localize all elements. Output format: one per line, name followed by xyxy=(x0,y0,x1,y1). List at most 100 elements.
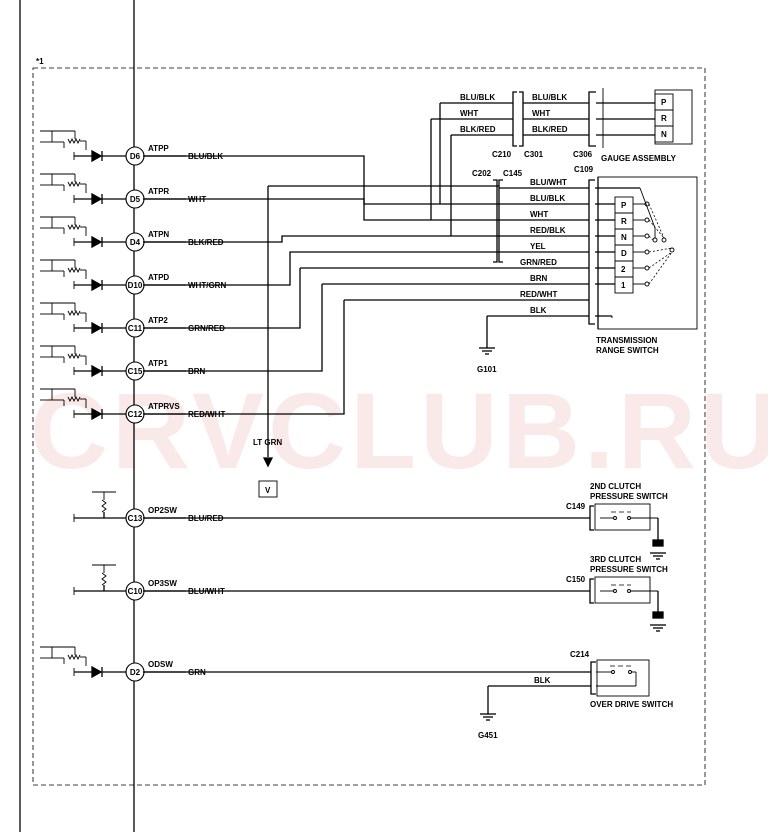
conn-c214: C214 xyxy=(570,650,590,659)
trs-wire-1: BLU/WHT xyxy=(530,178,567,187)
gauge-assembly: BLU/BLK WHT BLK/RED BLU/BLK WHT BLK/RED … xyxy=(431,88,693,163)
pin-signal: ATPR xyxy=(148,187,169,196)
pin-wire: BLU/BLK xyxy=(188,152,223,161)
trs-wire-3: WHT xyxy=(530,210,548,219)
internal-c11 xyxy=(40,302,126,335)
c210-bracket xyxy=(512,91,517,147)
pin-wire: GRN/RED xyxy=(188,324,225,333)
gauge-pos-r: R xyxy=(661,114,667,123)
pin-id: C10 xyxy=(128,587,143,596)
conn-c202: C202 xyxy=(472,169,492,178)
trs-pos-n: N xyxy=(621,233,627,242)
c306-bracket xyxy=(588,91,596,147)
pin-wire: GRN xyxy=(188,668,206,677)
trs-box xyxy=(597,176,698,330)
pin-id: D10 xyxy=(128,281,143,290)
internal-d10 xyxy=(40,259,126,292)
gauge-wire-left-1: BLU/BLK xyxy=(460,93,495,102)
pin-signal: OP3SW xyxy=(148,579,177,588)
trs-title-2: RANGE SWITCH xyxy=(596,346,659,355)
trs-title-1: TRANSMISSION xyxy=(596,336,658,345)
internal-d5 xyxy=(40,173,126,206)
watermark: CRVCLUB.RU xyxy=(30,370,768,491)
gauge-wire-right-1: BLU/BLK xyxy=(532,93,567,102)
gauge-pos-n: N xyxy=(661,130,667,139)
conn-c301: C301 xyxy=(524,150,544,159)
pin-wire: WHT/GRN xyxy=(188,281,226,290)
pin-id: C11 xyxy=(128,324,143,333)
trs-pos-r: R xyxy=(621,217,627,226)
pin-wire: BLU/WHT xyxy=(188,587,225,596)
pin-id: D4 xyxy=(130,238,141,247)
pin-signal: ATPRVS xyxy=(148,402,180,411)
pin-signal: ATPN xyxy=(148,230,169,239)
trs-wire-8: RED/WHT xyxy=(520,290,557,299)
c109-bracket xyxy=(588,179,595,325)
trs-pos-p: P xyxy=(621,201,627,210)
pin-signal: ATP1 xyxy=(148,359,168,368)
internal-d6 xyxy=(40,130,126,163)
pin-wire: BLU/RED xyxy=(188,514,224,523)
third-clutch-pressure-switch: 3RD CLUTCH PRESSURE SWITCH C150 xyxy=(236,555,668,632)
conn-c149: C149 xyxy=(566,502,586,511)
c301-bracket xyxy=(519,91,524,147)
pin-wire: BRN xyxy=(188,367,206,376)
internal-c13 xyxy=(73,491,126,522)
od-title: OVER DRIVE SWITCH xyxy=(590,700,673,709)
gauge-wire-left-2: WHT xyxy=(460,109,478,118)
internal-d4 xyxy=(40,216,126,249)
trs-wire-2: BLU/BLK xyxy=(530,194,565,203)
ecu-pins: D6ATPPBLU/BLKD5ATPRWHTD4ATPNBLK/REDD10AT… xyxy=(125,144,236,682)
ground-g451: G451 xyxy=(478,731,498,740)
trs-wire-6: GRN/RED xyxy=(520,258,557,267)
pin-d5: D5 ATPR WHT xyxy=(125,187,236,209)
od-wire-blk: BLK xyxy=(534,676,551,685)
internal-c12 xyxy=(40,388,126,421)
pin-signal: ATP2 xyxy=(148,316,168,325)
over-drive-switch: C214 BLK OVER DRIVE SWITCH G451 xyxy=(236,650,673,740)
internal-c15 xyxy=(40,345,126,378)
gauge-wire-right-2: WHT xyxy=(532,109,550,118)
trs-pos-2: 2 xyxy=(621,265,626,274)
conn-c145: C145 xyxy=(503,169,523,178)
pin-signal: ATPP xyxy=(148,144,169,153)
conn-c150: C150 xyxy=(566,575,586,584)
pin-wire: BLK/RED xyxy=(188,238,224,247)
internal-d2 xyxy=(40,646,126,679)
c202-bracket xyxy=(493,179,498,263)
conn-c109: C109 xyxy=(574,165,594,174)
trs-pos-1: 1 xyxy=(621,281,626,290)
lt-grn-wire: LT GRN xyxy=(253,438,282,447)
dashed-outline xyxy=(32,67,706,786)
internal-c10 xyxy=(73,564,126,595)
sw3-title-1: 3RD CLUTCH xyxy=(590,555,641,564)
conn-c210: C210 xyxy=(492,150,512,159)
pin-c13: C13 OP2SW BLU/RED xyxy=(125,506,236,528)
pin-signal: OP2SW xyxy=(148,506,177,515)
trs-pos-d: D xyxy=(621,249,627,258)
pin-id: D2 xyxy=(130,668,141,677)
gauge-pos-p: P xyxy=(661,98,667,107)
trs-wire-9: BLK xyxy=(530,306,547,315)
pin-id: C13 xyxy=(128,514,143,523)
pin-wire: WHT xyxy=(188,195,206,204)
trs-wire-4: RED/BLK xyxy=(530,226,566,235)
pin-id: C15 xyxy=(128,367,143,376)
pin-id: D5 xyxy=(130,195,141,204)
sw3-title-2: PRESSURE SWITCH xyxy=(590,565,668,574)
routed-wires: LT GRN V xyxy=(236,103,499,498)
pin-c10: C10 OP3SW BLU/WHT xyxy=(125,579,236,601)
pin-wire: RED/WHT xyxy=(188,410,225,419)
ground-g101: G101 xyxy=(477,365,497,374)
gauge-wire-left-3: BLK/RED xyxy=(460,125,496,134)
pin-signal: ODSW xyxy=(148,660,173,669)
second-clutch-pressure-switch: 2ND CLUTCH PRESSURE SWITCH C149 xyxy=(236,482,668,560)
gauge-wire-right-3: BLK/RED xyxy=(532,125,568,134)
